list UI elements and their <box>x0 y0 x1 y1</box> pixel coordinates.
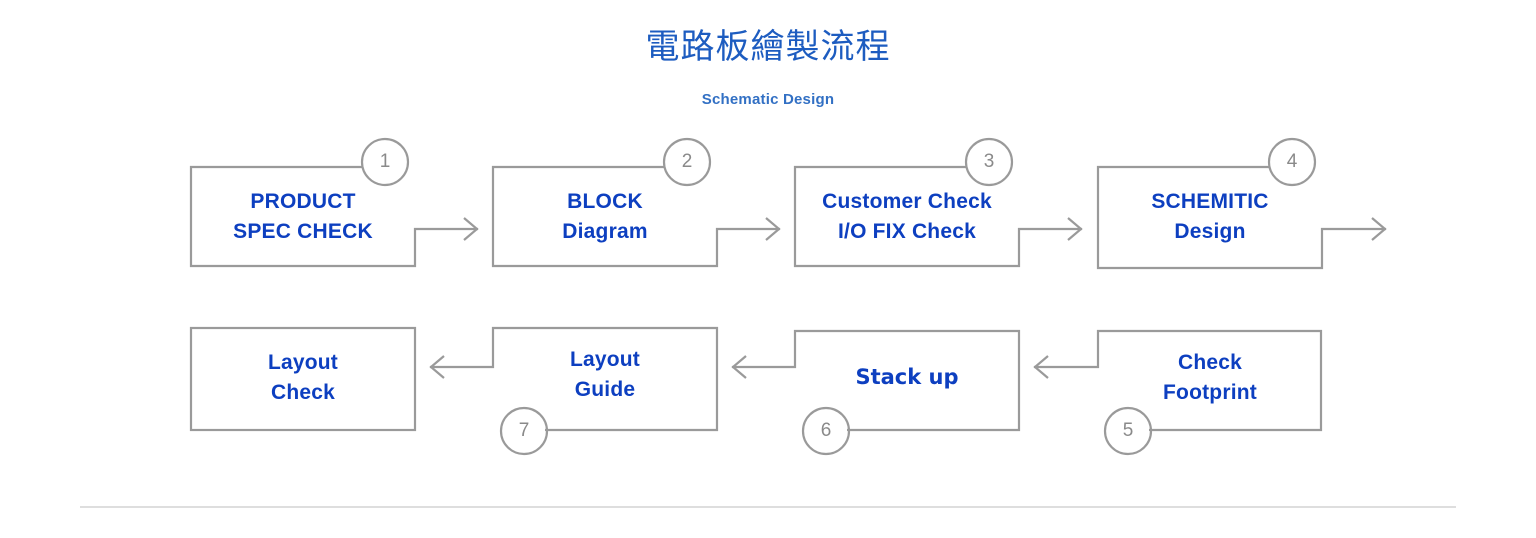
page-subtitle: Schematic Design <box>701 91 835 108</box>
arrow-head-6 <box>731 355 747 379</box>
arrow-head-2 <box>765 217 781 241</box>
step-circle-2 <box>662 137 712 187</box>
step-circle-5 <box>1103 406 1153 456</box>
arrow-head-7 <box>429 355 445 379</box>
page-title: 電路板繪製流程 <box>645 27 891 67</box>
arrow-head-5 <box>1033 355 1049 379</box>
step-circle-4 <box>1267 137 1317 187</box>
step-circle-7 <box>499 406 549 456</box>
flow-box-4[interactable] <box>1096 137 1360 270</box>
step-circle-6 <box>801 406 851 456</box>
arrow-head-1 <box>463 217 479 241</box>
flow-box-2[interactable] <box>491 137 754 268</box>
flow-box-8[interactable] <box>189 326 417 432</box>
flow-box-6[interactable] <box>758 329 1021 456</box>
arrow-head-4 <box>1371 217 1387 241</box>
step-circle-3 <box>964 137 1014 187</box>
flow-box-7[interactable] <box>456 326 719 456</box>
flow-box-1[interactable] <box>189 137 452 268</box>
arrow-head-3 <box>1067 217 1083 241</box>
flow-box-3[interactable] <box>793 137 1056 268</box>
bottom-divider <box>80 506 1456 508</box>
flow-box-5[interactable] <box>1060 329 1323 456</box>
step-circle-1 <box>360 137 410 187</box>
